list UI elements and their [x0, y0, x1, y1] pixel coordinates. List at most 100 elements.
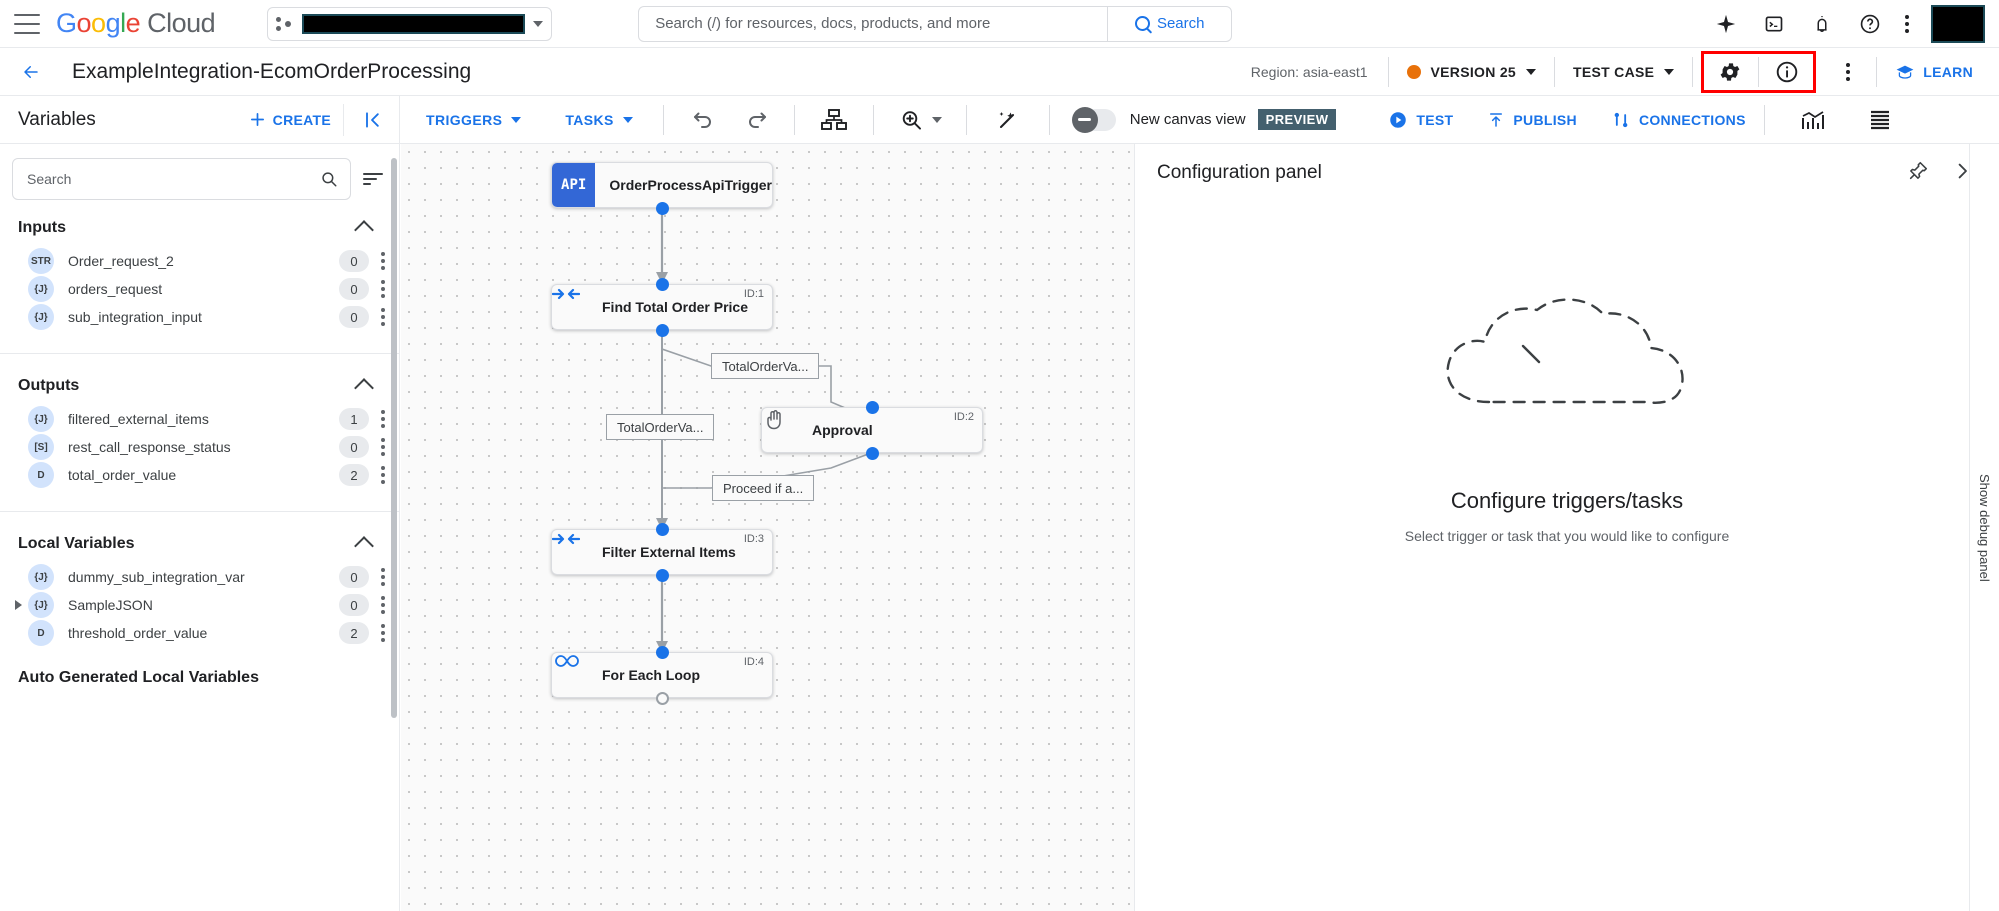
- show-debug-panel-rail[interactable]: Show debug panel: [1969, 144, 1999, 911]
- variable-type-badge: STR: [28, 248, 54, 274]
- row-more-options-icon[interactable]: [381, 466, 385, 484]
- row-more-options-icon[interactable]: [381, 252, 385, 270]
- sort-filter-icon[interactable]: [363, 173, 385, 185]
- variable-type-badge: {J}: [28, 276, 54, 302]
- variables-search-box[interactable]: [12, 158, 351, 200]
- chevron-down-icon: [1664, 68, 1675, 75]
- node-label: Approval: [812, 422, 873, 438]
- node-port[interactable]: [656, 692, 669, 705]
- variable-count: 0: [339, 594, 369, 616]
- row-more-options-icon[interactable]: [381, 280, 385, 298]
- back-arrow-icon[interactable]: [18, 59, 44, 85]
- info-circle-icon[interactable]: [1761, 54, 1813, 90]
- row-more-options-icon[interactable]: [381, 308, 385, 326]
- variable-name: orders_request: [68, 281, 163, 297]
- global-top-bar: Google Cloud Search: [0, 0, 1999, 48]
- edge-label[interactable]: TotalOrderVa...: [606, 414, 715, 440]
- divider: [1692, 56, 1694, 87]
- logs-list-icon[interactable]: [1865, 105, 1895, 135]
- node-port[interactable]: [656, 202, 669, 215]
- list-item[interactable]: [S] rest_call_response_status 0: [0, 433, 399, 461]
- variable-type-badge: {J}: [28, 304, 54, 330]
- edge-label[interactable]: TotalOrderVa...: [711, 353, 820, 379]
- chevron-down-icon[interactable]: [931, 116, 942, 123]
- section-header-outputs[interactable]: Outputs: [0, 354, 399, 405]
- metrics-chart-icon[interactable]: [1799, 105, 1829, 135]
- version-selector[interactable]: VERSION 25: [1391, 64, 1552, 80]
- list-item[interactable]: {J} filtered_external_items 1: [0, 405, 399, 433]
- node-port[interactable]: [656, 324, 669, 337]
- node-port[interactable]: [656, 523, 669, 536]
- connections-icon: [1614, 112, 1628, 127]
- node-port[interactable]: [866, 447, 879, 460]
- list-item[interactable]: STR Order_request_2 0: [0, 247, 399, 275]
- version-status-dot: [1406, 64, 1421, 79]
- tasks-menu[interactable]: TASKS: [565, 112, 633, 128]
- node-port[interactable]: [866, 401, 879, 414]
- variable-type-badge: {J}: [28, 406, 54, 432]
- connections-button[interactable]: CONNECTIONS: [1611, 110, 1746, 130]
- row-more-options-icon[interactable]: [381, 624, 385, 642]
- notifications-bell-icon[interactable]: [1809, 11, 1835, 37]
- search-button[interactable]: Search: [1107, 6, 1231, 41]
- integration-canvas[interactable]: API OrderProcessApiTrigger Find Total Or…: [401, 144, 1134, 911]
- row-more-options-icon[interactable]: [381, 568, 385, 586]
- list-item[interactable]: D threshold_order_value 2: [0, 619, 399, 647]
- list-item[interactable]: {J} dummy_sub_integration_var 0: [0, 563, 399, 591]
- redo-icon[interactable]: [742, 105, 772, 135]
- triggers-menu[interactable]: TRIGGERS: [426, 112, 522, 128]
- canvas-node-trigger[interactable]: API OrderProcessApiTrigger: [551, 162, 773, 208]
- more-options-kebab-icon[interactable]: [1905, 14, 1909, 33]
- hamburger-menu-icon[interactable]: [14, 13, 40, 34]
- variable-name: total_order_value: [68, 467, 177, 483]
- list-item[interactable]: {J} sub_integration_input 0: [0, 303, 399, 331]
- row-more-options-icon[interactable]: [381, 438, 385, 456]
- publish-button[interactable]: PUBLISH: [1487, 110, 1577, 130]
- pin-icon[interactable]: [1907, 160, 1929, 187]
- show-debug-panel-label: Show debug panel: [1977, 473, 1992, 582]
- expand-row-icon[interactable]: [10, 597, 26, 613]
- zoom-icon[interactable]: [896, 105, 926, 135]
- section-header-inputs[interactable]: Inputs: [0, 200, 399, 247]
- search-input[interactable]: [639, 6, 1108, 41]
- node-label: Find Total Order Price: [602, 299, 748, 315]
- learn-button[interactable]: LEARN: [1879, 64, 1989, 80]
- node-port[interactable]: [656, 569, 669, 582]
- edge-label[interactable]: Proceed if a...: [712, 475, 815, 501]
- row-more-options-icon[interactable]: [381, 596, 385, 614]
- node-port[interactable]: [656, 278, 669, 291]
- test-button[interactable]: TEST: [1388, 110, 1453, 130]
- learn-graduation-cap-icon: [1896, 65, 1914, 79]
- collapse-panel-icon[interactable]: [343, 103, 399, 136]
- canvas-node-task-3[interactable]: Filter External Items ID:3: [551, 529, 773, 575]
- list-item[interactable]: {J} orders_request 0: [0, 275, 399, 303]
- section-header-local-variables[interactable]: Local Variables: [0, 512, 399, 563]
- variable-type-badge: D: [28, 462, 54, 488]
- variable-type-badge: {J}: [28, 564, 54, 590]
- auto-layout-icon[interactable]: [819, 105, 849, 135]
- more-options-kebab-icon[interactable]: [1822, 48, 1874, 95]
- settings-gear-icon[interactable]: [1704, 54, 1756, 90]
- gemini-sparkle-icon[interactable]: [1713, 11, 1739, 37]
- new-canvas-view-toggle[interactable]: [1071, 106, 1116, 133]
- search-icon: [322, 172, 337, 187]
- project-selector[interactable]: [267, 6, 553, 41]
- google-cloud-logo[interactable]: Google Cloud: [56, 8, 216, 38]
- cloud-shell-icon[interactable]: [1761, 11, 1787, 37]
- section-header-auto-generated[interactable]: Auto Generated Local Variables: [0, 647, 399, 697]
- create-variable-button[interactable]: CREATE: [249, 111, 331, 128]
- node-port[interactable]: [656, 646, 669, 659]
- global-search-bar[interactable]: Search: [638, 5, 1233, 42]
- row-more-options-icon[interactable]: [381, 410, 385, 428]
- undo-icon[interactable]: [688, 105, 718, 135]
- variables-panel-scrollbar[interactable]: [391, 158, 397, 718]
- canvas-node-task-2[interactable]: Approval ID:2: [761, 407, 983, 453]
- list-item[interactable]: D total_order_value 2: [0, 461, 399, 489]
- variables-search-input[interactable]: [25, 170, 320, 188]
- help-question-icon[interactable]: [1857, 11, 1883, 37]
- test-case-selector[interactable]: TEST CASE: [1557, 64, 1690, 80]
- user-avatar[interactable]: [1931, 4, 1985, 43]
- magic-wand-icon[interactable]: [993, 105, 1023, 135]
- variable-count: 0: [339, 278, 369, 300]
- list-item[interactable]: {J} SampleJSON 0: [0, 591, 399, 619]
